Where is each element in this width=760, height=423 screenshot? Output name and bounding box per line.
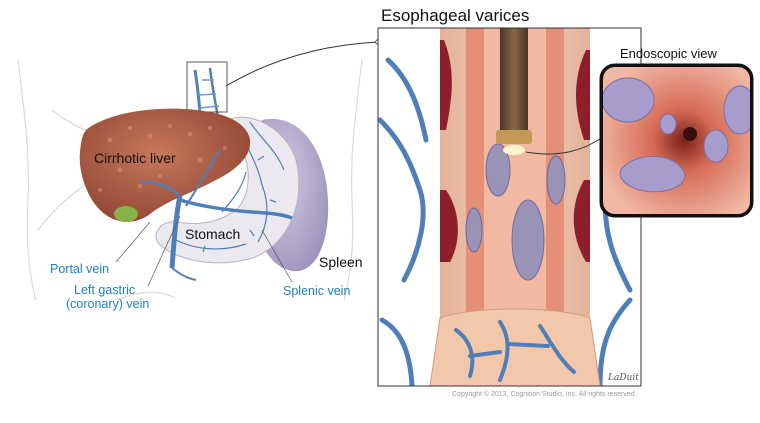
liver-nodules <box>98 124 227 192</box>
inset-title: Endoscopic view <box>620 46 717 61</box>
label-portal-vein: Portal vein <box>50 262 110 276</box>
liver-shape <box>79 108 251 222</box>
label-spleen: Spleen <box>319 254 363 270</box>
label-splenic-vein: Splenic vein <box>283 284 351 298</box>
gallbladder <box>114 206 138 222</box>
label-left-gastric-line2: (coronary) vein <box>66 297 150 311</box>
label-cirrhotic-liver: Cirrhotic liver <box>94 150 176 166</box>
esophagus-panel <box>377 27 642 387</box>
copyright-notice: Copyright © 2013, Cognition Studio, Inc.… <box>452 391 637 398</box>
portal-veins <box>139 149 293 281</box>
label-left-gastric-line1: Left gastric <box>74 283 136 297</box>
stomach-shape <box>155 116 300 264</box>
label-leaders <box>115 215 293 287</box>
label-stomach: Stomach <box>185 226 241 242</box>
zoom-leader-line <box>225 41 379 87</box>
inset-leader-line <box>525 136 604 155</box>
artist-signature: LaDuit <box>607 373 639 383</box>
endoscopic-inset <box>599 63 754 218</box>
figure-title: Esophageal varices <box>381 6 530 25</box>
